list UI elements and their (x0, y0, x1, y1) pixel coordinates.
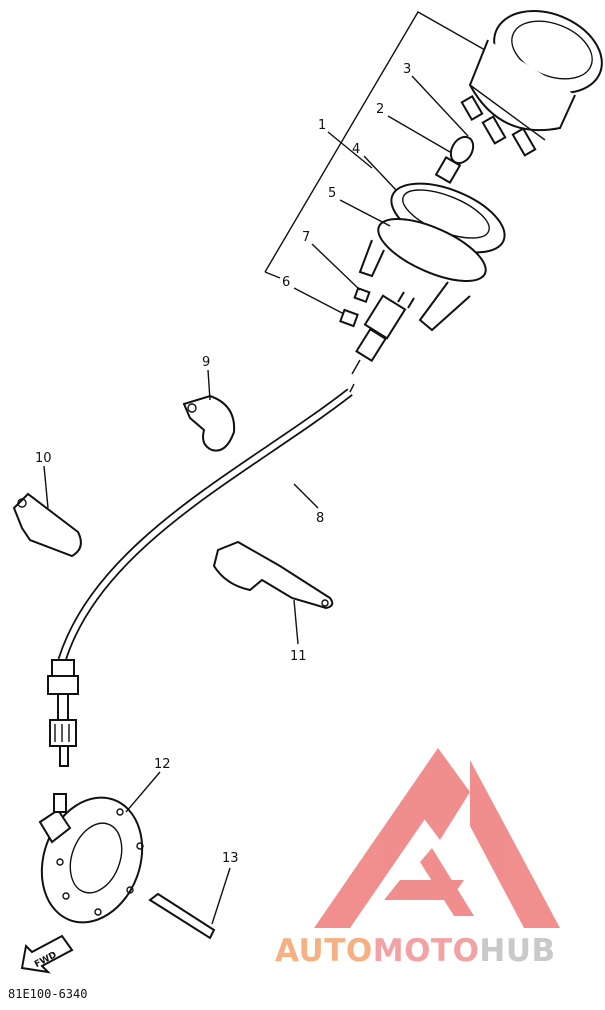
part-label-1: 1 (318, 118, 326, 133)
watermark-part-auto: AUTO (275, 933, 373, 969)
cable-connector (351, 291, 415, 375)
part-label-3: 3 (403, 62, 411, 77)
part-label-9: 9 (202, 355, 210, 370)
part-label-6: 6 (282, 275, 290, 290)
guide-11 (212, 540, 334, 610)
clamp-10 (12, 492, 82, 558)
watermark-part-hub: HUB (479, 933, 555, 969)
clamp-9 (182, 394, 236, 452)
speedometer-gauge (460, 9, 603, 157)
watermark-logo-icon (314, 748, 560, 928)
part-labels: 3 2 1 4 5 7 6 8 9 10 11 12 13 (35, 62, 411, 866)
speedometer-drive-gear (38, 793, 144, 924)
nuts (339, 286, 371, 328)
leader-lines (43, 75, 469, 925)
pin-13 (148, 892, 216, 940)
part-label-12: 12 (154, 757, 171, 772)
assembly-bracket (264, 11, 486, 279)
svg-text:AUTOMOTOHUB: AUTOMOTOHUB (275, 933, 556, 969)
watermark-text: AUTOMOTOHUB (275, 933, 556, 969)
part-label-8: 8 (316, 511, 324, 526)
watermark-part-moto: MOTO (373, 933, 480, 969)
part-label-13: 13 (222, 851, 239, 866)
forward-arrow: FWD (20, 934, 74, 974)
part-label-10: 10 (35, 451, 52, 466)
part-label-11: 11 (290, 649, 307, 664)
part-label-4: 4 (352, 142, 360, 157)
speedometer-cable (57, 383, 355, 662)
gauge-bracket (358, 218, 487, 332)
cable-lower-fitting (47, 659, 79, 767)
part-label-7: 7 (302, 230, 310, 245)
bulb-socket (434, 135, 475, 185)
drawing-code: 81E100-6340 (8, 987, 87, 1001)
part-label-2: 2 (376, 102, 384, 117)
part-label-5: 5 (328, 186, 336, 201)
